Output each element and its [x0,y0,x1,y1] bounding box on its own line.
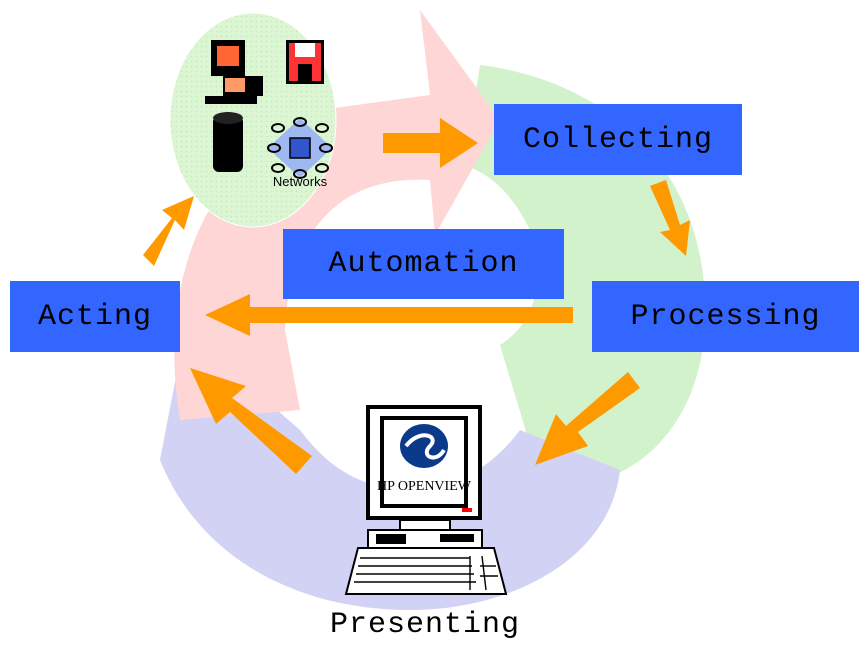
arrow-automation-to-acting [205,294,573,336]
database-icon [213,112,243,172]
collecting-label: Collecting [522,122,714,157]
workstation-icon [205,40,263,104]
arrow-to-acting [190,368,312,474]
flow-arrows [143,118,690,474]
arrow-to-collecting [383,118,478,168]
networks-label: Networks [273,174,328,189]
automation-box: Automation [283,229,564,299]
cycle-band-lavender [160,330,620,610]
network-icon [267,117,333,179]
arrow-to-resources [143,196,194,266]
hp-openview-computer-icon [344,405,508,595]
monitor-brand-label: HP OPENVIEW [377,479,472,494]
automation-label: Automation [328,247,519,281]
presenting-label: Presenting [330,608,521,642]
arrow-to-processing [650,180,690,256]
arrow-to-presenting [535,372,640,465]
processing-box: Processing [592,281,859,352]
acting-box: Acting [10,281,180,352]
collecting-box: Collecting [494,104,742,175]
floppy-disk-icon [286,40,324,84]
processing-label: Processing [630,299,821,334]
acting-label: Acting [37,299,153,334]
